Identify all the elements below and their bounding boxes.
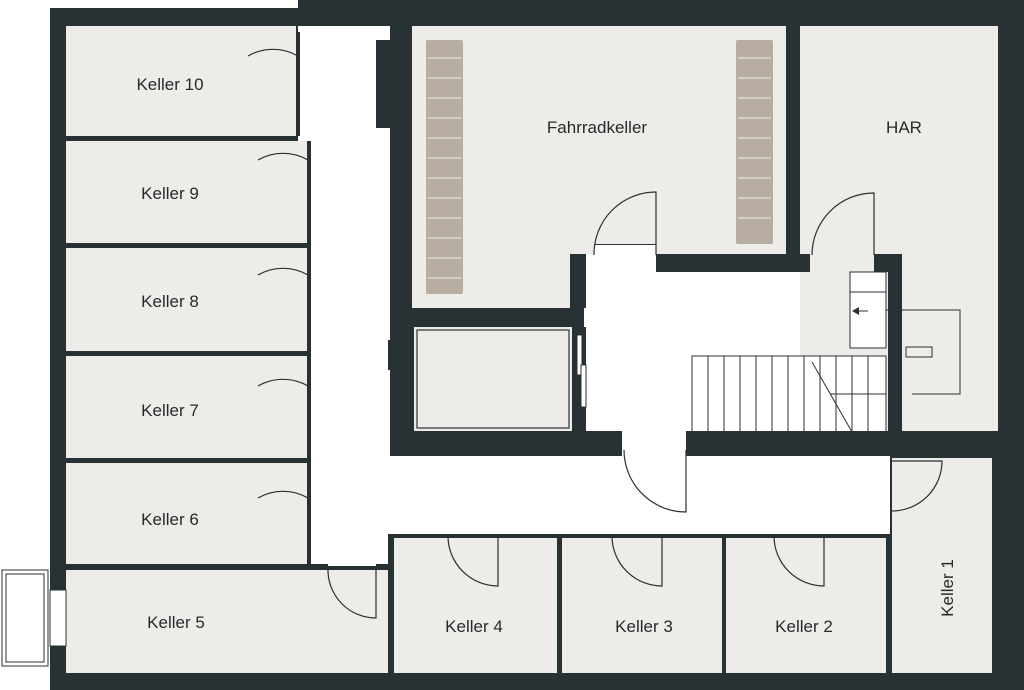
door-keller-2 <box>773 535 825 587</box>
room-keller-10 <box>66 26 296 136</box>
door-keller-5 <box>327 567 377 619</box>
label-keller-2: Keller 2 <box>775 617 833 636</box>
room-keller-7 <box>66 356 308 458</box>
label-keller-5: Keller 5 <box>147 613 205 632</box>
staircase <box>691 271 961 433</box>
door-keller-9 <box>257 152 309 210</box>
label-keller-9: Keller 9 <box>141 184 199 203</box>
door-keller-8 <box>257 267 309 325</box>
exterior-light-shaft <box>1 569 49 667</box>
doors <box>247 48 943 619</box>
label-har: HAR <box>886 118 922 137</box>
stair-direction-arrow-icon <box>852 307 859 315</box>
label-keller-1: Keller 1 <box>938 559 957 617</box>
door-keller-6 <box>257 490 309 548</box>
door-har <box>811 192 875 256</box>
room-keller-1 <box>892 458 992 673</box>
light-well-top <box>298 26 390 32</box>
elevator-door <box>576 334 587 408</box>
elevator-shaft <box>414 327 572 431</box>
window-keller-5 <box>49 589 67 647</box>
door-keller-3 <box>611 535 663 587</box>
door-keller-4 <box>447 535 499 587</box>
room-keller-8 <box>66 248 308 351</box>
label-keller-7: Keller 7 <box>141 401 199 420</box>
label-keller-10: Keller 10 <box>136 75 203 94</box>
room-keller-4 <box>394 538 557 673</box>
label-keller-4: Keller 4 <box>445 617 503 636</box>
room-fahrradkeller <box>412 26 786 308</box>
room-keller-2 <box>726 538 886 673</box>
room-keller-5 <box>66 570 388 673</box>
bicycle-rack-left <box>426 40 463 294</box>
door-fahrradkeller <box>593 191 657 256</box>
interior-walls <box>66 26 1000 674</box>
label-keller-8: Keller 8 <box>141 292 199 311</box>
elevator-cabin-outline <box>416 329 570 429</box>
door-keller-10 <box>247 48 299 106</box>
label-keller-3: Keller 3 <box>615 617 673 636</box>
room-keller-3 <box>562 538 722 673</box>
label-fahrradkeller: Fahrradkeller <box>547 118 647 137</box>
label-keller-6: Keller 6 <box>141 510 199 529</box>
room-keller-9 <box>66 141 308 243</box>
door-keller-7 <box>257 378 309 436</box>
bicycle-rack-right <box>736 40 773 244</box>
room-keller-6 <box>66 463 308 564</box>
door-stairwell <box>623 449 687 513</box>
door-keller-1 <box>891 460 943 512</box>
